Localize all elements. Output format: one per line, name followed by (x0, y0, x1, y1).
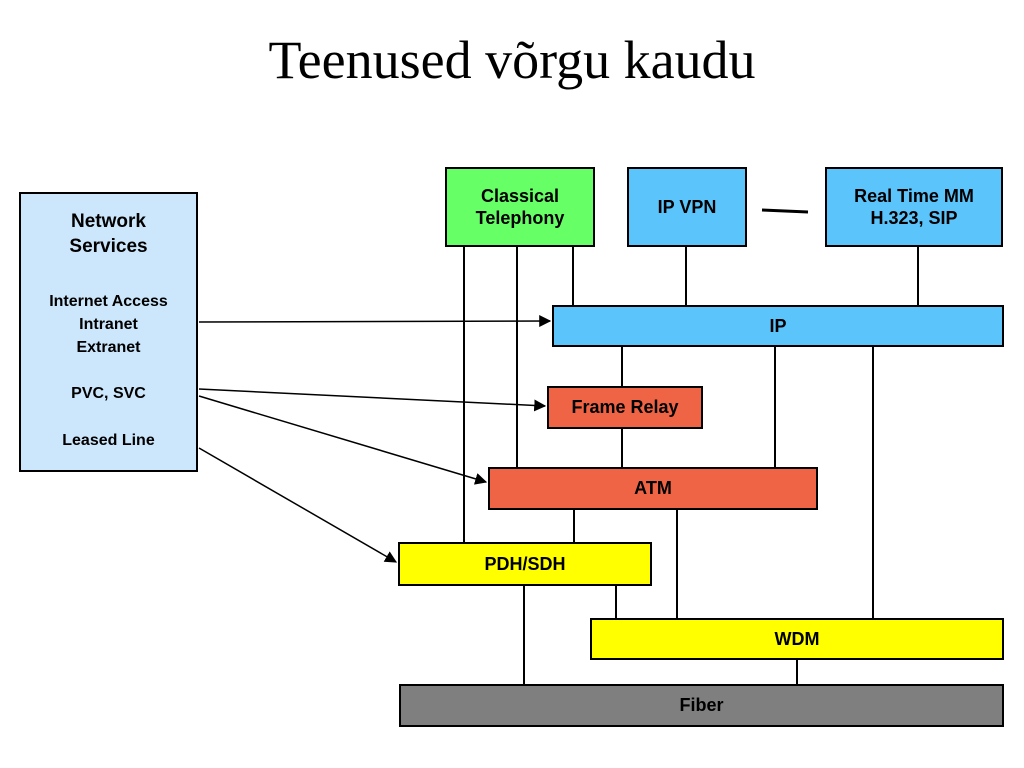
services-item-leased-line: Leased Line (62, 432, 155, 449)
frame-relay-label: Frame Relay (571, 397, 679, 418)
fiber-label: Fiber (679, 695, 724, 716)
page-title: Teenused võrgu kaudu (268, 30, 756, 90)
network-services-heading: Network Services (69, 211, 148, 257)
ip-layer-label: IP (769, 315, 787, 336)
atm-box: ATM (488, 467, 818, 510)
line-ipvpn-realtime (761, 208, 809, 214)
arrow-pvc-framerelay (198, 388, 547, 412)
arrow-internet-ip (198, 315, 552, 328)
services-item-internet: Internet Access Intranet Extranet (49, 293, 168, 357)
classical-telephony-box: Classical Telephony (445, 167, 595, 247)
pdh-sdh-label: PDH/SDH (484, 553, 566, 574)
classical-telephony-label: Classical Telephony (475, 185, 565, 229)
real-time-mm-label: Real Time MM H.323, SIP (854, 185, 974, 229)
wdm-label: WDM (774, 628, 820, 649)
frame-relay-box: Frame Relay (547, 386, 703, 429)
ip-layer-box: IP (552, 305, 1004, 347)
pdh-sdh-box: PDH/SDH (398, 542, 652, 586)
services-item-pvc-svc: PVC, SVC (71, 385, 146, 402)
atm-label: ATM (634, 478, 672, 499)
arrow-pvc-atm (198, 395, 488, 485)
ip-vpn-label: IP VPN (657, 196, 717, 217)
arrow-leased-pdh (198, 447, 398, 563)
wdm-box: WDM (590, 618, 1004, 660)
real-time-mm-box: Real Time MM H.323, SIP (825, 167, 1003, 247)
fiber-box: Fiber (399, 684, 1004, 727)
ip-vpn-box: IP VPN (627, 167, 747, 247)
network-services-box: Network Services Internet Access Intrane… (19, 192, 198, 472)
